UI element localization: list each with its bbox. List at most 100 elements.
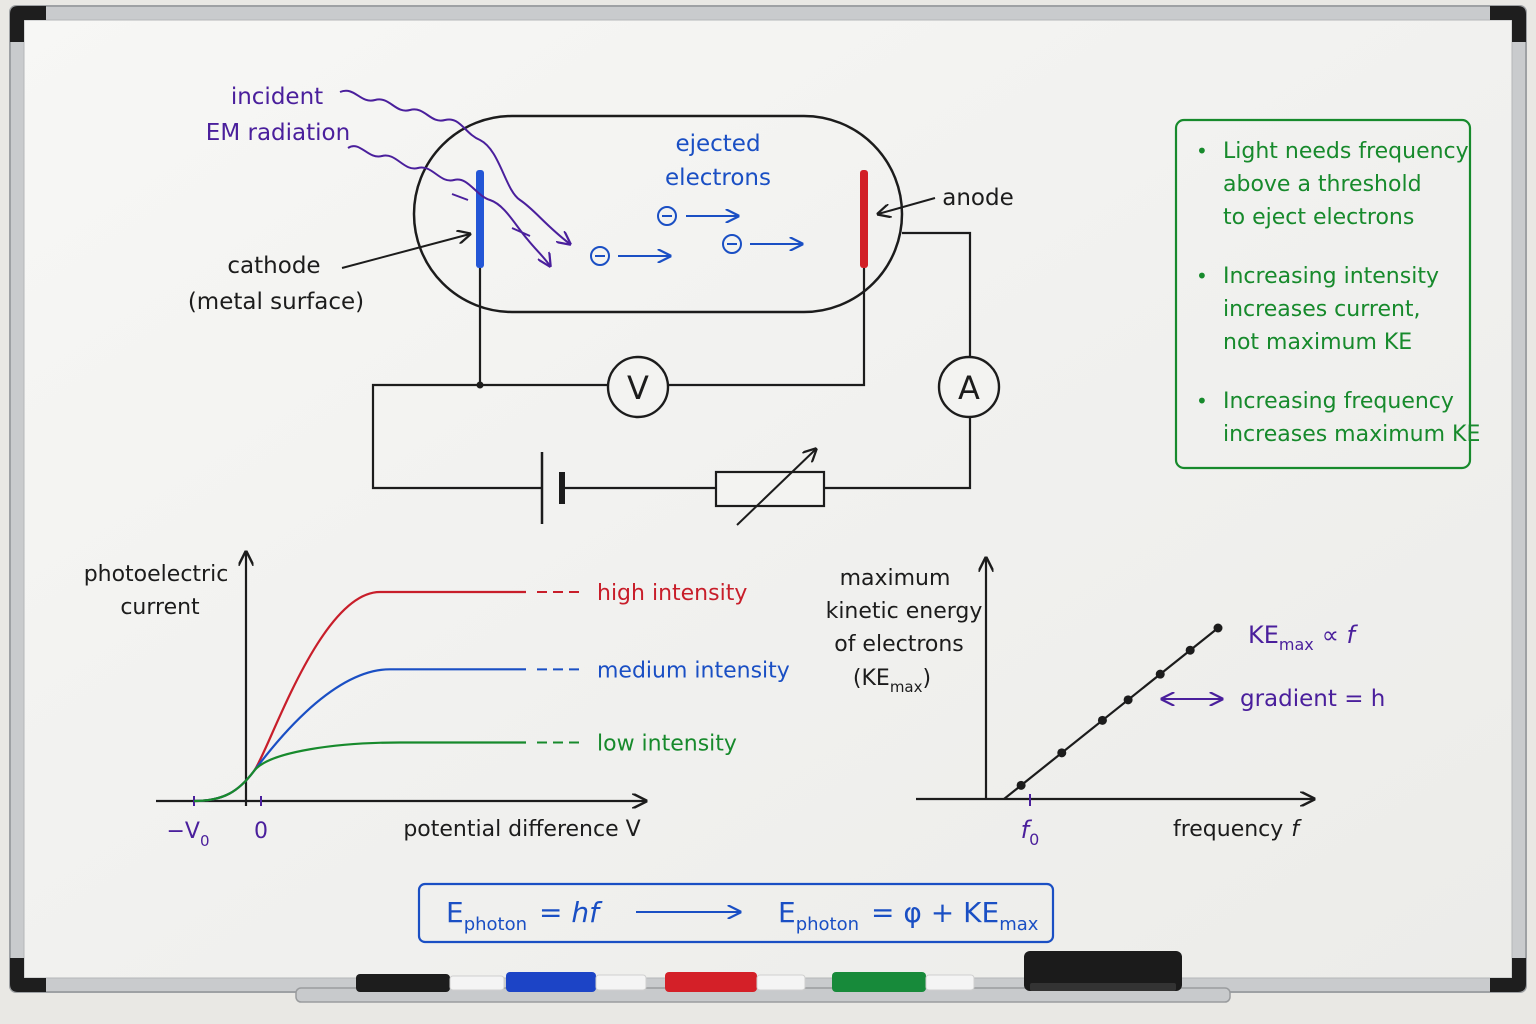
- notes-list: • Light needs frequency above a threshold t…: [1196, 139, 1480, 447]
- cathode-label: cathode: [227, 253, 320, 279]
- marker-tray: [295, 951, 1231, 1003]
- ammeter: A: [937, 355, 1001, 419]
- cathode-pointer-arrow: [341, 234, 470, 269]
- ke-x-axis-label-text: frequency: [1173, 817, 1283, 842]
- stopping-potential-label: −V0: [166, 819, 209, 850]
- vacuum-tube: [412, 114, 904, 314]
- notes-box: • Light needs frequency above a threshold t…: [1174, 118, 1480, 470]
- marker-red[interactable]: [665, 972, 806, 992]
- cv-series-label: medium intensity: [597, 658, 790, 683]
- eq-lhs-sub: photon: [464, 914, 527, 935]
- note-line: Light needs frequency: [1223, 139, 1469, 164]
- electron: [590, 246, 670, 266]
- note-line: above a threshold: [1223, 172, 1422, 197]
- ke-frequency-graph: maximum kinetic energy of electrons (KEm…: [826, 558, 1385, 849]
- ejected-label: electrons: [665, 165, 771, 191]
- eraser[interactable]: [1024, 951, 1182, 991]
- ke-y-axis-label: of electrons: [834, 632, 964, 657]
- note-line: increases maximum KE: [1223, 422, 1480, 447]
- marker-blue[interactable]: [506, 972, 647, 992]
- einstein-equation: Ephoton = φ + KEmax: [778, 896, 1039, 935]
- ke-x-axis-label-var: f: [1291, 817, 1302, 842]
- cathode-plate: [476, 170, 484, 268]
- radiation-wave: [339, 89, 570, 244]
- ke-y-axis-label: (KEmax): [853, 666, 931, 696]
- equation-box: Ephoton = hf Ephoton = φ + KEmax: [417, 882, 1055, 944]
- note-line: not maximum KE: [1223, 330, 1412, 355]
- photon-energy-equation: Ephoton = hf: [446, 896, 603, 935]
- ke-point: [1097, 715, 1107, 725]
- cv-curves: high intensity medium intensity low intens…: [193, 581, 790, 803]
- stopping-potential-subscript: 0: [200, 832, 210, 850]
- ke-point: [1016, 780, 1026, 790]
- ke-point: [1155, 669, 1165, 679]
- eq-rhs-mid: = φ + KE: [871, 896, 999, 929]
- eq-rhs-sub: photon: [796, 914, 859, 935]
- cv-y-axis-label-line: photoelectric: [84, 562, 229, 587]
- anode-plate: [860, 170, 868, 268]
- anode-label: anode: [942, 185, 1014, 211]
- battery: [540, 452, 565, 524]
- voltmeter: V: [606, 355, 670, 419]
- eq-rhs-symbol: E: [778, 896, 796, 929]
- anode-pointer-arrow: [878, 197, 936, 214]
- note-line: Increasing frequency: [1223, 389, 1454, 414]
- ke-points: [1016, 623, 1223, 790]
- stopping-potential-symbol: −V: [166, 819, 199, 844]
- ke-point: [1213, 623, 1223, 633]
- proportionality-label: KEmax ∝ f: [1248, 621, 1359, 654]
- ammeter-symbol: A: [958, 369, 980, 407]
- ke-line: [1003, 627, 1219, 800]
- wire-junction: [476, 381, 484, 389]
- note-bullet: •: [1196, 264, 1208, 288]
- frame-corner-bl: [10, 958, 46, 992]
- ke-y-axis-label: kinetic energy: [826, 599, 983, 624]
- ke-point: [1185, 645, 1195, 655]
- incident-label: incident: [231, 84, 323, 110]
- cv-y-axis-label-line: current: [120, 595, 200, 620]
- gradient-label: gradient = h: [1240, 686, 1385, 712]
- proportionality-rest: ∝ f: [1322, 621, 1359, 649]
- ke-x-axis-label: frequency f: [1173, 817, 1302, 842]
- electron: [657, 206, 738, 226]
- frame-corner-tr: [1490, 6, 1526, 42]
- ejected-label: ejected: [675, 131, 760, 157]
- frame-corner-tl: [10, 6, 46, 42]
- note-bullet: •: [1196, 139, 1208, 163]
- radiation-wave: [347, 145, 550, 266]
- proportionality-ke: KE: [1248, 621, 1279, 649]
- note-line: to eject electrons: [1223, 205, 1414, 230]
- eq-lhs-symbol: E: [446, 896, 464, 929]
- ke-point: [1123, 695, 1133, 705]
- radiation-dash: [511, 227, 531, 237]
- cv-series-label: high intensity: [597, 581, 747, 606]
- threshold-subscript: 0: [1029, 830, 1039, 849]
- eq-rhs-sub2: max: [999, 914, 1039, 935]
- cv-y-axis-label: photoelectric current: [84, 562, 229, 620]
- marker-black[interactable]: [356, 974, 505, 992]
- zero-tick-label: 0: [254, 819, 268, 844]
- ke-y-axis-label: maximum: [840, 566, 951, 591]
- radiation-dash: [451, 193, 469, 201]
- current-voltage-graph: high intensity medium intensity low intens…: [84, 552, 790, 850]
- eq-lhs-rest: = hf: [539, 896, 603, 929]
- proportionality-sub: max: [1279, 635, 1314, 654]
- ke-y-axis-label-close: ): [923, 666, 932, 691]
- ke-y-axis-label-main: (KE: [853, 666, 890, 691]
- cv-x-axis-label: potential difference V: [403, 817, 640, 842]
- cv-curve: [193, 741, 526, 803]
- note-bullet: •: [1196, 389, 1208, 413]
- cathode-label: (metal surface): [188, 289, 364, 315]
- marker-green[interactable]: [832, 972, 975, 992]
- ke-point: [1057, 748, 1067, 758]
- photoelectric-apparatus: incident EM radiation ejected electrons …: [188, 84, 1014, 526]
- ke-y-axis-label-sub: max: [890, 678, 923, 696]
- frame-corner-br: [1490, 958, 1526, 992]
- electron: [722, 234, 802, 254]
- voltmeter-symbol: V: [627, 369, 649, 407]
- cv-series-label: low intensity: [597, 731, 737, 756]
- note-line: Increasing intensity: [1223, 264, 1439, 289]
- note-line: increases current,: [1223, 297, 1421, 322]
- incident-label: EM radiation: [206, 120, 350, 146]
